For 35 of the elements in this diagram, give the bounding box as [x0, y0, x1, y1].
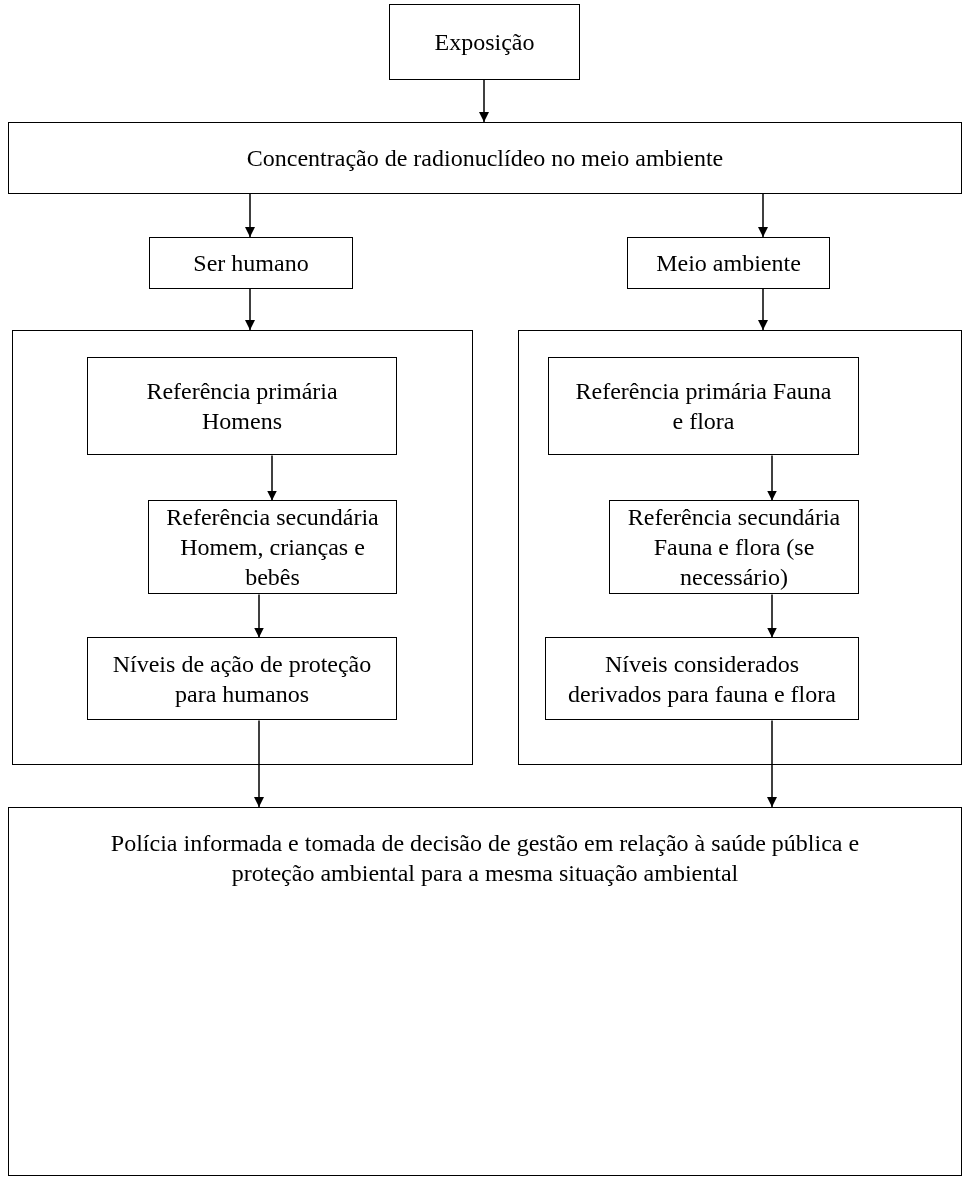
arrow — [479, 79, 489, 123]
box-text: Polícia informada e tomada de decisão de gestão em relação à saúde pública e proteção ambiental para a mesma situação ambiental — [109, 829, 861, 888]
process-box — [148, 500, 397, 594]
arrow — [267, 454, 277, 502]
arrow — [758, 288, 768, 331]
group-box — [12, 330, 473, 765]
process-box — [8, 807, 962, 1176]
box-text: Exposição — [434, 28, 535, 57]
arrow — [767, 454, 777, 502]
arrow — [245, 193, 255, 238]
process-box — [8, 122, 962, 194]
box-text: Referência primária Fauna e flora — [574, 377, 833, 436]
arrow — [767, 593, 777, 639]
box-text: Referência secundária Fauna e flora (se necessário) — [626, 503, 842, 592]
process-box — [548, 357, 859, 455]
box-text: Meio ambiente — [656, 249, 801, 278]
box-text: Referência secundária Homem, crianças e bebês — [165, 503, 380, 592]
process-box — [87, 357, 397, 455]
arrow — [254, 719, 264, 808]
box-text: Ser humano — [193, 249, 309, 278]
process-box — [545, 637, 859, 720]
process-box — [627, 237, 830, 289]
box-text: Níveis considerados derivados para fauna e flora — [567, 649, 837, 709]
group-box — [518, 330, 962, 765]
box-text: Níveis de ação de proteção para humanos — [111, 649, 373, 709]
process-box — [87, 637, 397, 720]
arrow — [245, 288, 255, 331]
process-box — [389, 4, 580, 80]
box-text: Concentração de radionuclídeo no meio ambiente — [246, 144, 724, 173]
arrow — [767, 719, 777, 808]
process-box — [609, 500, 859, 594]
arrow — [758, 193, 768, 238]
process-box — [149, 237, 353, 289]
box-text: Referência primária Homens — [145, 377, 339, 436]
arrow — [254, 593, 264, 639]
